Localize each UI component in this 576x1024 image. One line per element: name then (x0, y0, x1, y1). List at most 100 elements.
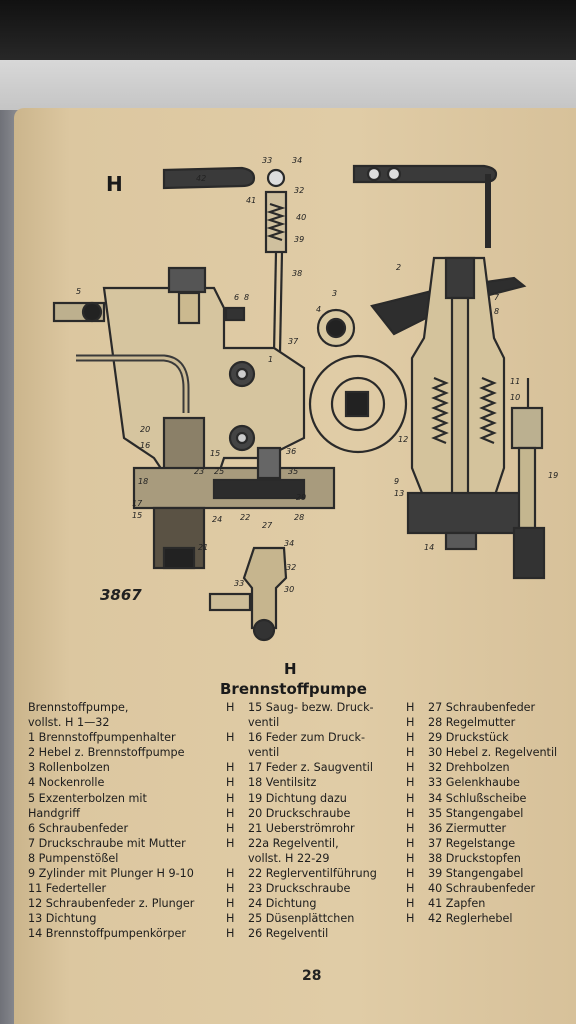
part-code: H (14, 760, 28, 775)
part-code: H (226, 821, 235, 835)
svg-text:22: 22 (240, 513, 250, 522)
part-code: H (406, 821, 415, 835)
part-description: 28 Regelmutter (428, 716, 516, 730)
part-description: 6 Schraubenfeder (28, 821, 129, 835)
part-code: H (14, 745, 28, 760)
svg-text:29: 29 (296, 493, 306, 502)
part-code: H (226, 867, 235, 881)
svg-text:9: 9 (394, 477, 399, 486)
part-description: 2 Hebel z. Brennstoffpumpe (28, 746, 185, 760)
part-code: H (14, 700, 28, 715)
svg-text:33: 33 (262, 156, 272, 165)
parts-list-item: H 21 Ueberströmrohr (226, 821, 406, 836)
part-code: H (14, 730, 28, 745)
part-code: H (226, 806, 235, 820)
svg-text:28: 28 (294, 513, 304, 522)
svg-text:2: 2 (396, 263, 401, 272)
part-description: 11 Federteller (28, 882, 107, 896)
svg-text:23: 23 (194, 467, 204, 476)
part-code: H (226, 791, 235, 805)
part-code: H (406, 851, 415, 865)
parts-list-item: H11 Federteller (14, 881, 212, 896)
part-description: 38 Druckstopfen (428, 851, 521, 865)
part-code: H (14, 791, 28, 806)
part-code: H (226, 882, 235, 896)
part-code: H (406, 776, 415, 790)
parts-list-item: vollst. H 22-29 (226, 851, 406, 866)
part-code: H (226, 701, 235, 714)
part-description: 32 Drehbolzen (428, 761, 510, 775)
parts-list-item: H 22 Reglerventilführung (226, 866, 406, 881)
part-description: 27 Schraubenfeder (428, 701, 536, 714)
parts-list-item: H 38 Druckstopfen (406, 851, 576, 866)
svg-text:17: 17 (132, 499, 143, 508)
part-code (226, 715, 248, 730)
parts-list-item: H5 Exzenterbolzen mit (14, 791, 212, 806)
book-page: 42 33 34 41 32 40 39 38 37 5 6 8 20 16 1… (14, 108, 576, 1024)
svg-text:12: 12 (398, 435, 408, 444)
part-description: 4 Nockenrolle (28, 776, 105, 790)
page-number: 28 (302, 968, 322, 984)
part-code: H (406, 836, 415, 850)
part-description: 36 Ziermutter (428, 821, 507, 835)
part-description: 24 Dichtung (248, 897, 317, 911)
part-code: H (226, 836, 235, 850)
part-code: H (406, 791, 415, 805)
part-description: vollst. H 22-29 (248, 851, 330, 865)
part-code: H (406, 882, 415, 896)
part-code: H (406, 912, 415, 926)
svg-text:24: 24 (212, 515, 222, 524)
part-code: H (226, 731, 235, 745)
part-code: H (14, 851, 28, 866)
part-code: H (14, 896, 28, 911)
svg-text:16: 16 (140, 441, 150, 450)
part-code: H (406, 761, 415, 775)
part-description: 39 Stangengabel (428, 867, 524, 881)
parts-list-item: H8 Pumpenstößel (14, 851, 212, 866)
pump-technical-drawing: 42 33 34 41 32 40 39 38 37 5 6 8 20 16 1… (52, 156, 558, 642)
part-description: 25 Düsenplättchen (248, 912, 355, 926)
svg-text:10: 10 (510, 393, 520, 402)
part-description: 12 Schraubenfeder z. Plunger (28, 897, 195, 911)
part-description: 21 Ueberströmrohr (248, 821, 355, 835)
parts-list-item: H 19 Dichtung dazu (226, 791, 406, 806)
parts-list-item: H9 Zylinder mit Plunger H 9-10 (14, 866, 212, 881)
svg-text:11: 11 (510, 377, 520, 386)
part-code: H (14, 836, 28, 851)
part-description: 9 Zylinder mit Plunger H 9-10 (28, 867, 194, 881)
part-description: ventil (248, 746, 280, 760)
parts-list-item: H6 Schraubenfeder (14, 821, 212, 836)
part-description: 40 Schraubenfeder (428, 882, 536, 896)
svg-text:6: 6 (234, 293, 239, 302)
part-description: 19 Dichtung dazu (248, 791, 347, 805)
part-code: H (14, 881, 28, 896)
part-code: H (406, 897, 415, 911)
svg-text:7: 7 (494, 293, 500, 302)
part-description: 22 Reglerventilführung (248, 867, 377, 881)
svg-text:37: 37 (288, 337, 299, 346)
svg-text:40: 40 (296, 213, 306, 222)
part-description: 26 Regelventil (248, 927, 329, 941)
parts-list-item: H4 Nockenrolle (14, 775, 212, 790)
part-description: ventil (248, 716, 280, 730)
svg-text:8: 8 (244, 293, 249, 302)
part-description: 15 Saug- bezw. Druck- (248, 701, 374, 714)
svg-text:36: 36 (286, 447, 296, 456)
svg-text:14: 14 (424, 543, 434, 552)
parts-list-item: H3 Rollenbolzen (14, 760, 212, 775)
plate-letter: H (106, 172, 123, 196)
svg-text:38: 38 (292, 269, 302, 278)
part-description: 17 Feder z. Saugventil (248, 761, 373, 775)
svg-text:27: 27 (262, 521, 273, 530)
parts-list-item: vollst. H 1—32 (14, 715, 212, 730)
part-code (14, 715, 28, 730)
part-description: 22a Regelventil, (248, 836, 339, 850)
svg-text:32: 32 (294, 186, 304, 195)
